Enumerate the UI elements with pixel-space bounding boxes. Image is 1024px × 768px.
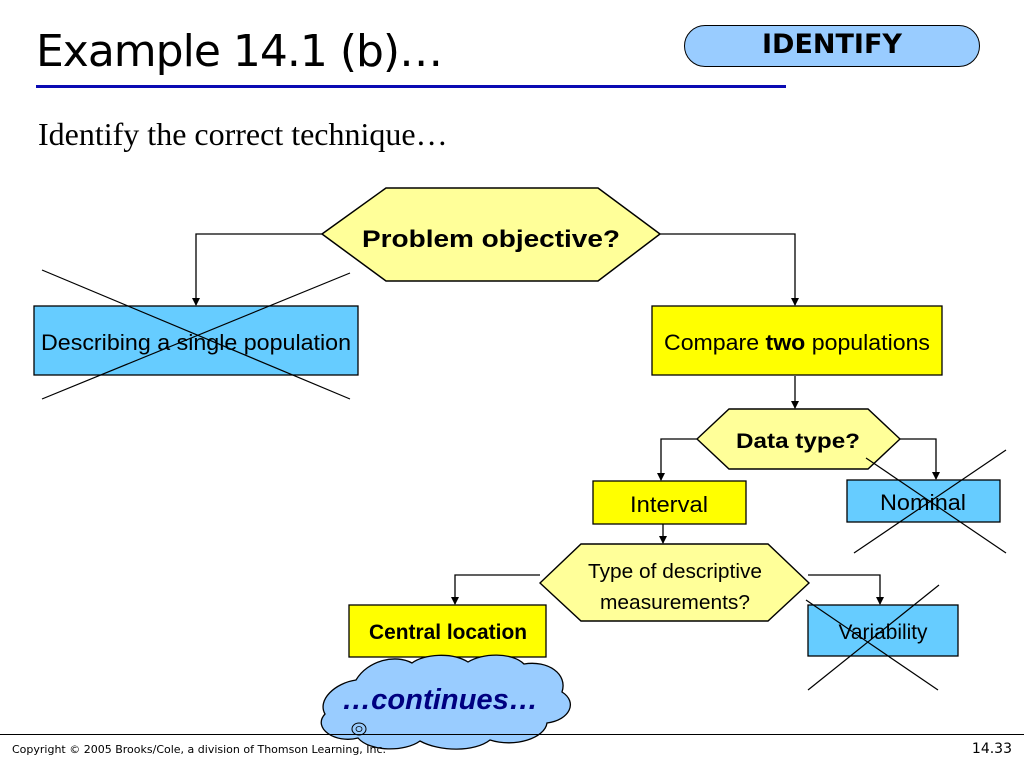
central-location-label: Central location (369, 621, 527, 644)
interval-label: Interval (630, 492, 708, 517)
problem-objective-node: Problem objective? (320, 187, 662, 282)
data-type-label: Data type? (736, 430, 860, 453)
connector-to-single-population (192, 233, 322, 306)
connector-to-interval (657, 438, 697, 481)
nominal-label: Nominal (880, 490, 966, 515)
variability-cross (805, 584, 940, 691)
slide-subtitle: Identify the correct technique… (38, 116, 448, 152)
descriptive-label-line1: Type of descriptive (588, 561, 762, 583)
compare-populations-node: Compare two populations (651, 305, 943, 376)
connector-to-variability (808, 574, 884, 605)
single-population-cross (41, 269, 351, 400)
central-location-node: Central location (348, 604, 547, 658)
continues-cloud: …continues… (320, 654, 571, 750)
nominal-node: Nominal (846, 479, 1001, 523)
connector-to-central-location (451, 574, 540, 605)
identify-badge: IDENTIFY (684, 25, 980, 67)
compare-populations-label: Compare two populations (664, 330, 930, 355)
descriptive-label-line2: measurements? (600, 592, 750, 614)
connector-to-nominal (898, 438, 940, 480)
descriptive-measurements-node: Type of descriptive measurements? (538, 543, 811, 622)
interval-node: Interval (592, 480, 747, 525)
problem-objective-label: Problem objective? (362, 226, 620, 253)
slide-title: Example 14.1 (b)… (36, 26, 443, 77)
nominal-cross (853, 449, 1007, 554)
connector-to-compare-populations (658, 233, 799, 306)
variability-label: Variability (839, 621, 928, 644)
copyright-notice: Copyright © 2005 Brooks/Cole, a division… (12, 743, 387, 756)
data-type-node: Data type? (695, 408, 902, 470)
single-population-node: Describing a single population (33, 305, 359, 376)
single-population-label: Describing a single population (41, 330, 351, 355)
compare-two-emphasis: two (766, 330, 806, 355)
footer-divider (0, 734, 1024, 735)
title-underline (36, 85, 786, 88)
page-number: 14.33 (971, 741, 1012, 757)
continues-label: …continues… (342, 684, 538, 716)
